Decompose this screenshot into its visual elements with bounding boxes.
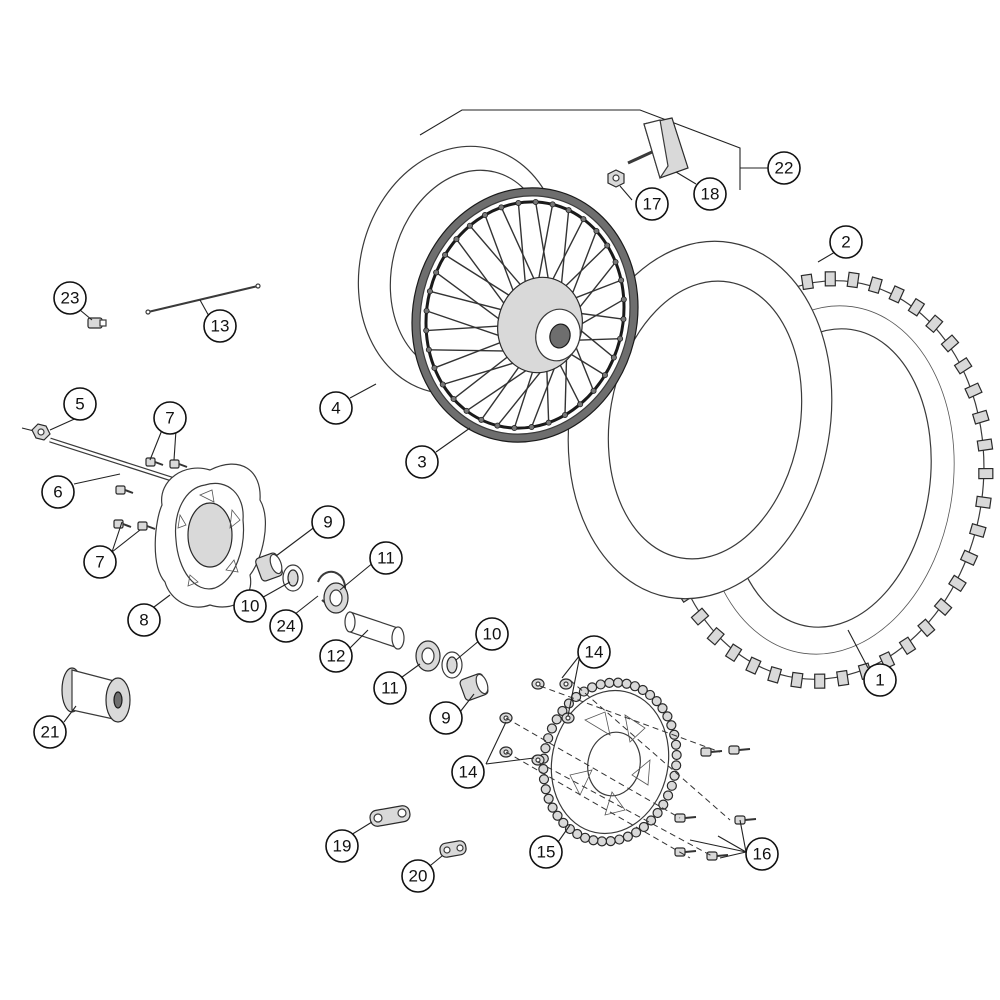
shaft-seal-left: [282, 564, 304, 592]
sprocket: [538, 677, 682, 847]
bushing-left: [255, 552, 283, 582]
svg-text:11: 11: [381, 679, 399, 698]
callout-9-lower: 9: [429, 701, 463, 735]
svg-text:13: 13: [211, 317, 230, 336]
svg-text:6: 6: [53, 483, 62, 502]
shaft-seal-right: [441, 651, 463, 679]
svg-text:17: 17: [643, 195, 662, 214]
axle-nut: [21, 423, 51, 441]
svg-text:10: 10: [241, 597, 260, 616]
master-link: [439, 840, 467, 858]
spoked-wheel: [411, 187, 639, 443]
callout-11-upper: 11: [369, 541, 403, 575]
svg-text:4: 4: [331, 399, 340, 418]
svg-text:19: 19: [333, 837, 352, 856]
rim-lock: [627, 117, 689, 180]
callout-17: 17: [635, 187, 669, 221]
svg-text:15: 15: [537, 843, 556, 862]
svg-text:10: 10: [483, 625, 502, 644]
callout-5: 5: [63, 387, 97, 421]
svg-text:1: 1: [875, 671, 884, 690]
svg-text:9: 9: [323, 513, 332, 532]
callout-24: 24: [269, 609, 303, 643]
callout-8: 8: [127, 603, 161, 637]
svg-text:12: 12: [327, 647, 346, 666]
rear-hub: [61, 667, 131, 723]
svg-text:7: 7: [165, 409, 174, 428]
callout-22: 22: [767, 151, 801, 185]
svg-text:14: 14: [459, 763, 478, 782]
leader-lines: [49, 171, 869, 875]
callout-10-right: 10: [475, 617, 509, 651]
callout-11-lower: 11: [373, 671, 407, 705]
callout-10-left: 10: [233, 589, 267, 623]
callout-14-lower: 14: [451, 755, 485, 789]
svg-text:7: 7: [95, 553, 104, 572]
callout-21: 21: [33, 715, 67, 749]
small-bolt: [87, 317, 107, 329]
callout-9-upper: 9: [311, 505, 345, 539]
rod: [145, 283, 261, 315]
bearing-right: [415, 640, 441, 672]
svg-text:18: 18: [701, 185, 720, 204]
callout-3: 3: [405, 445, 439, 479]
svg-text:24: 24: [277, 617, 296, 636]
callout-7-top: 7: [153, 401, 187, 435]
svg-text:3: 3: [417, 453, 426, 472]
callout-13: 13: [203, 309, 237, 343]
callout-20: 20: [401, 859, 435, 893]
kit-bracket: [419, 109, 768, 190]
alignment-lines: [505, 679, 731, 859]
distance-tube: [344, 611, 405, 650]
callout-19: 19: [325, 829, 359, 863]
bushing-right: [459, 673, 489, 701]
callout-6: 6: [41, 475, 75, 509]
brake-disc: [154, 463, 266, 608]
svg-text:14: 14: [585, 643, 604, 662]
callout-7-bottom: 7: [83, 545, 117, 579]
svg-text:11: 11: [377, 549, 395, 568]
svg-text:20: 20: [409, 867, 428, 886]
svg-text:21: 21: [41, 723, 60, 742]
bearing-left: [323, 582, 349, 614]
svg-text:16: 16: [753, 845, 772, 864]
svg-text:8: 8: [139, 611, 148, 630]
callout-1: 1: [863, 663, 897, 697]
callout-16: 16: [745, 837, 779, 871]
callout-15: 15: [529, 835, 563, 869]
chain-link: [369, 805, 411, 827]
sprocket-screws: [674, 745, 757, 861]
svg-text:23: 23: [61, 289, 80, 308]
rim-lock-nut: [607, 169, 625, 188]
callout-2: 2: [829, 225, 863, 259]
callout-18: 18: [693, 177, 727, 211]
svg-text:22: 22: [775, 159, 794, 178]
svg-text:2: 2: [841, 233, 850, 252]
callout-23: 23: [53, 281, 87, 315]
svg-text:5: 5: [75, 395, 84, 414]
svg-text:9: 9: [441, 709, 450, 728]
callout-12: 12: [319, 639, 353, 673]
callout-14-upper: 14: [577, 635, 611, 669]
callout-4: 4: [319, 391, 353, 425]
